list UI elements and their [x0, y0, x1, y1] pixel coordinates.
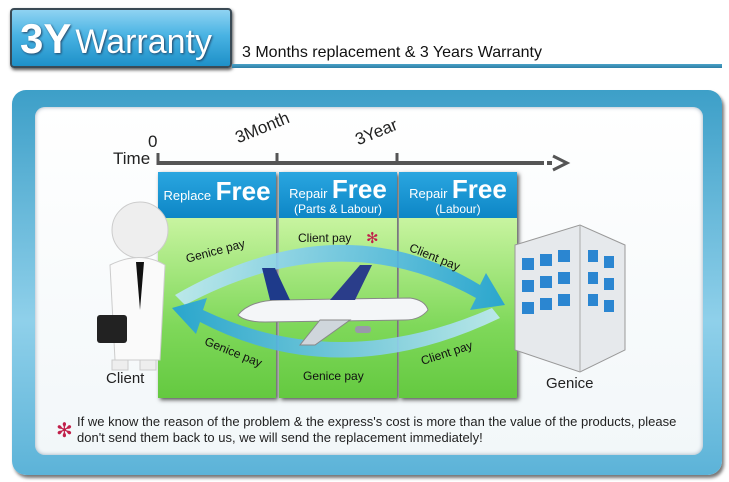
- genice-label: Genice: [546, 375, 594, 392]
- asterisk-icon: ✻: [366, 230, 379, 247]
- column-note: (Parts & Labour): [293, 202, 383, 216]
- header-rule: [232, 64, 722, 68]
- genice-building-icon: [514, 224, 626, 373]
- flow-bottom-2: Genice pay: [303, 369, 364, 383]
- badge-warranty: Warranty: [75, 23, 213, 61]
- time-label: Time: [113, 149, 151, 168]
- column-word: Replace: [163, 188, 212, 203]
- arrow-to-genice-icon: [175, 244, 505, 310]
- column-free: Free: [451, 174, 507, 204]
- arrow-to-client-icon: [172, 298, 500, 358]
- footnote-asterisk-icon: ✻: [56, 420, 73, 442]
- client-person-icon: [97, 201, 169, 371]
- airplane-icon: [237, 265, 429, 346]
- badge-3y: 3Y: [20, 15, 72, 62]
- column-free: Free: [215, 176, 271, 206]
- column-note: (Labour): [435, 202, 481, 216]
- footnote: If we know the reason of the problem & t…: [77, 414, 677, 445]
- column-replace: Replace Free: [158, 172, 276, 398]
- column-word: Repair: [289, 186, 328, 201]
- column-free: Free: [331, 174, 387, 204]
- page-subtitle: 3 Months replacement & 3 Years Warranty: [242, 44, 542, 61]
- timeline-arrow-icon: [552, 154, 571, 172]
- tick-0: 0: [148, 132, 158, 151]
- client-label: Client: [106, 370, 145, 387]
- column-word: Repair: [409, 186, 448, 201]
- flow-top-2: Client pay: [298, 231, 352, 245]
